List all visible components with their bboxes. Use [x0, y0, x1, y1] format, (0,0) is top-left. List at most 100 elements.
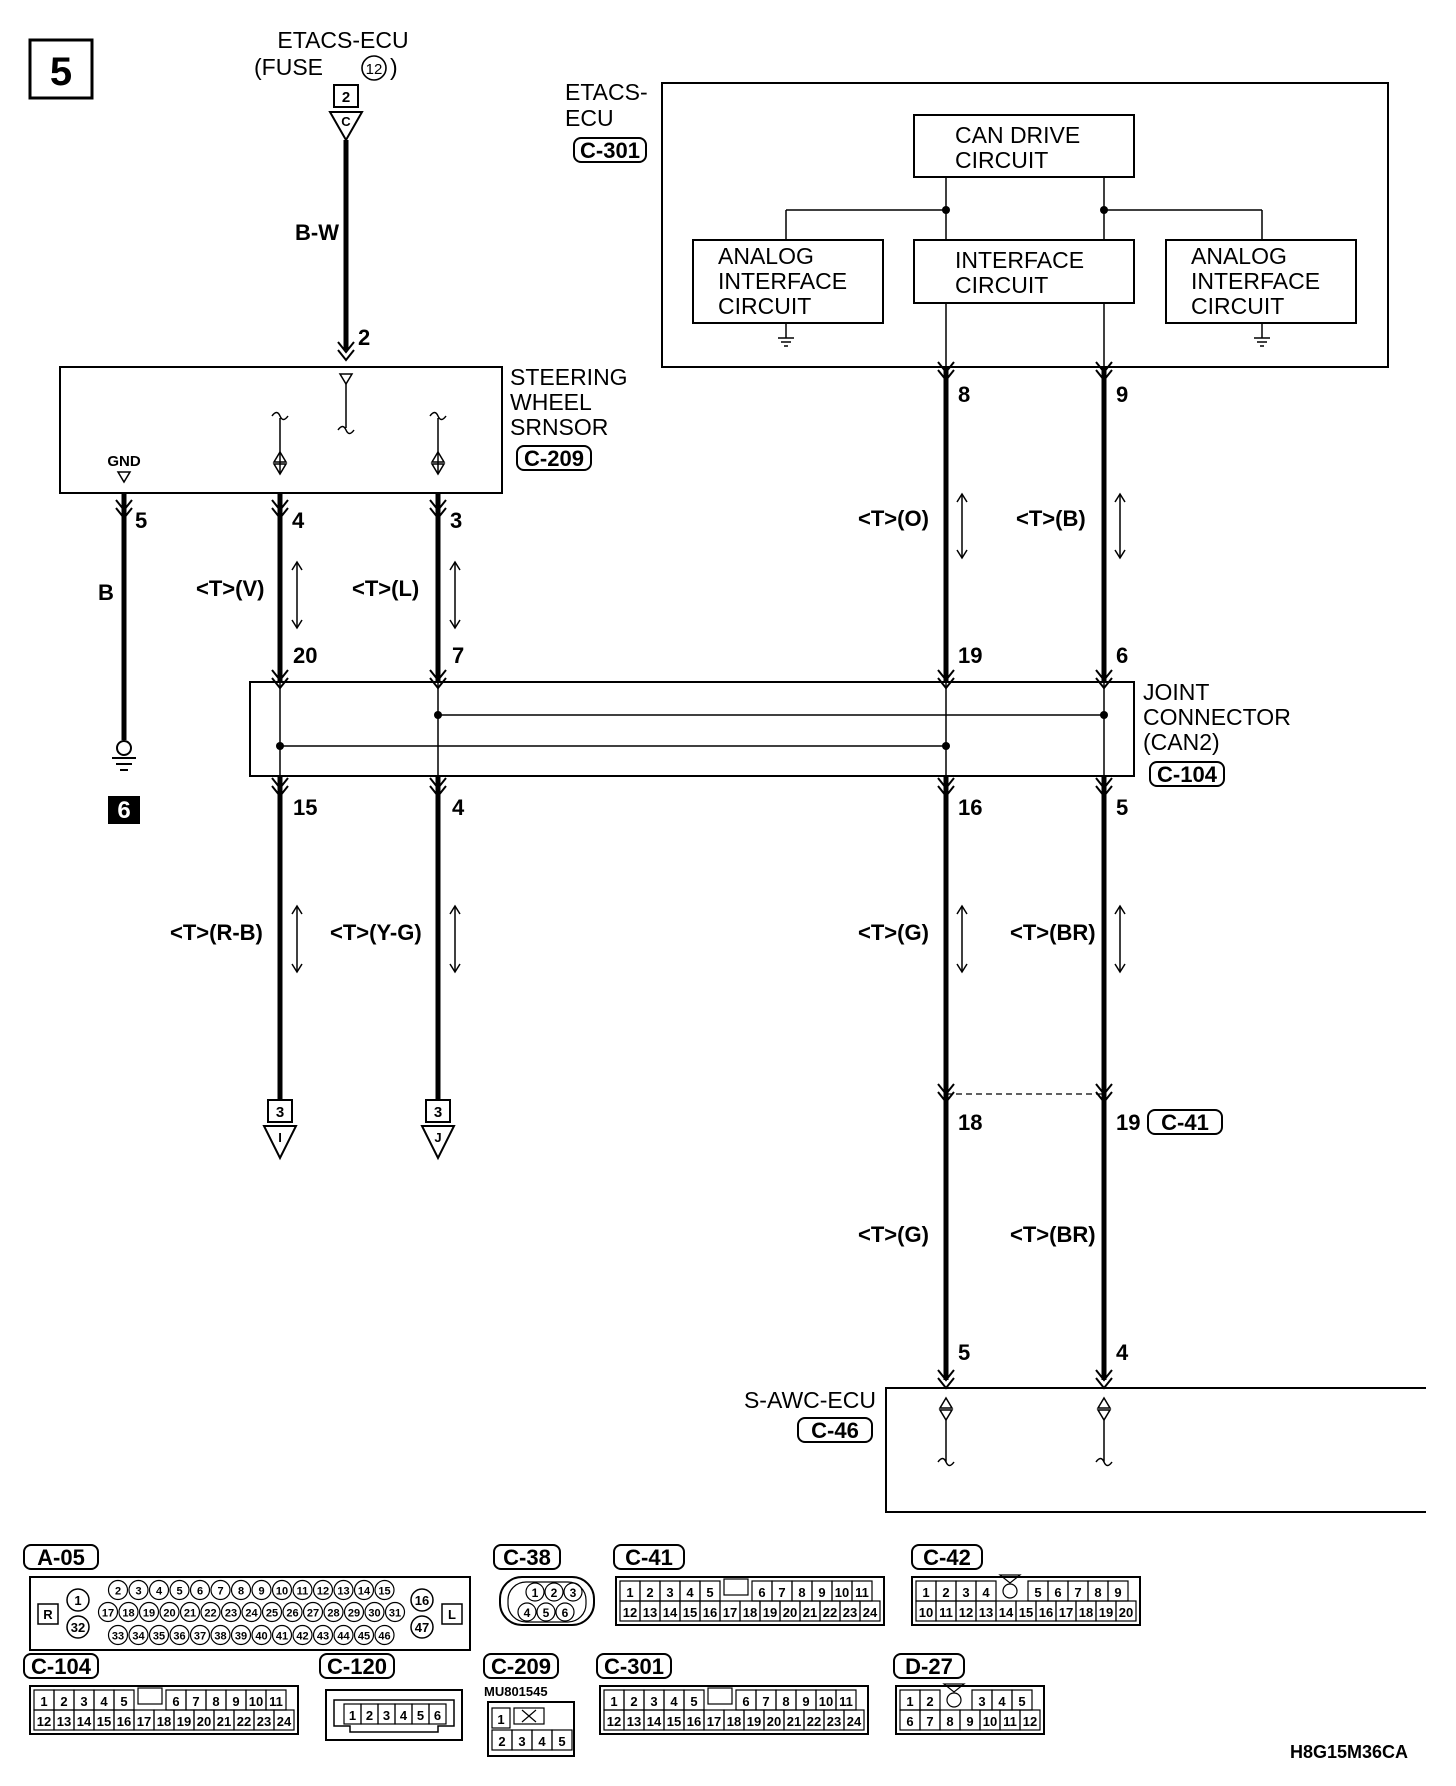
pin-number: 12 — [959, 1605, 973, 1620]
s-awc-ecu-box — [885, 1387, 1426, 1513]
pin-circle — [536, 1602, 556, 1622]
steering-wires: 5 4 3 B <T>(V) <T>(L) 6 — [98, 493, 462, 824]
interface-line2: CIRCUIT — [955, 272, 1048, 298]
pin-number: 16 — [1039, 1605, 1053, 1620]
fuse-ref-number: 2 — [342, 89, 350, 106]
pin-number: 1 — [40, 1694, 47, 1709]
pin-2-arrow — [337, 341, 355, 362]
pin-circle — [97, 1601, 119, 1623]
pin-number: 30 — [368, 1608, 380, 1620]
pin-circle — [364, 1601, 385, 1623]
pin-number: 11 — [1003, 1714, 1017, 1729]
junction-dot — [276, 742, 284, 750]
pin-number: 38 — [214, 1631, 226, 1643]
pin-arrow — [937, 361, 955, 382]
pin-number: 11 — [939, 1605, 953, 1620]
can-drive-circuit-box — [913, 114, 1135, 178]
wire-br-label: <T>(BR) — [1010, 920, 1096, 945]
pin-circle — [292, 1579, 313, 1601]
c120-label: C-120 — [327, 1654, 387, 1679]
connector-label-box — [493, 1544, 561, 1570]
c209-part-number: MU801545 — [484, 1684, 548, 1699]
pin-number: 14 — [999, 1605, 1014, 1620]
analog-interface-left-box — [692, 239, 884, 324]
a05-l-box — [441, 1603, 463, 1625]
steering-connector: C-209 — [524, 446, 584, 471]
pin-cell — [491, 1707, 511, 1729]
pin-number: 10 — [983, 1714, 997, 1729]
connector-label-box — [319, 1653, 395, 1679]
pin-number: 1 — [922, 1585, 929, 1600]
a05-r: R — [43, 1607, 53, 1622]
pin-circle — [312, 1624, 334, 1646]
pin-circle — [118, 1601, 139, 1623]
pin-circle — [107, 1624, 129, 1646]
pin-number: 22 — [237, 1714, 251, 1729]
pin-number: 12 — [607, 1714, 621, 1729]
joint-bottom-pin-16: 16 — [958, 795, 982, 820]
pin-number: 22 — [807, 1714, 821, 1729]
connector-label-box — [613, 1544, 685, 1570]
steering-name-3: SRNSOR — [510, 414, 608, 440]
pin-number: 1 — [626, 1585, 633, 1600]
pin-number: 12 — [317, 1586, 329, 1598]
analog-right-line3: CIRCUIT — [1191, 293, 1284, 319]
pin-number: 20 — [783, 1605, 797, 1620]
c38-inner — [507, 1581, 587, 1623]
inner-triangle-icon — [116, 471, 132, 484]
pin-cell — [835, 1689, 857, 1711]
steering-name-1: STEERING — [510, 364, 628, 390]
pin-number: 6 — [758, 1585, 765, 1600]
c209-view-label: C-209 — [491, 1654, 551, 1679]
pin-number: 11 — [855, 1585, 869, 1600]
joint-name-1: JOINT — [1143, 679, 1209, 705]
junction-dot — [434, 711, 442, 719]
c41-view-label: C-41 — [625, 1545, 673, 1570]
ref-box — [425, 1099, 451, 1123]
pin-number: 4 — [982, 1585, 990, 1600]
pin-number: 2 — [60, 1694, 67, 1709]
steering-pin-5: 5 — [135, 508, 147, 533]
joint-bottom-pin-5: 5 — [1116, 795, 1128, 820]
pin-number: 2 — [926, 1694, 933, 1709]
pin-number: 4 — [998, 1694, 1006, 1709]
pin-number: 19 — [1099, 1605, 1113, 1620]
c38-body — [499, 1576, 595, 1626]
pin-circle — [251, 1579, 272, 1601]
pin-number: 33 — [112, 1631, 124, 1643]
bidirectional-triangle-icon — [938, 1396, 954, 1422]
pin-number: 18 — [122, 1608, 134, 1620]
junction-dot — [942, 742, 950, 750]
signal-direction-icon — [1114, 492, 1126, 560]
pin-number: 2 — [551, 1586, 558, 1600]
steering-pin-4: 4 — [292, 508, 305, 533]
analog-left-line3: CIRCUIT — [718, 293, 811, 319]
key-slot — [707, 1687, 733, 1705]
can-drive-line2: CIRCUIT — [955, 147, 1048, 173]
pin-number: 20 — [767, 1714, 781, 1729]
connector-body — [615, 1576, 885, 1626]
etacs-ecu-connector-box — [573, 137, 647, 163]
pin-circle — [169, 1579, 190, 1601]
pin-cell — [113, 1689, 135, 1711]
pin-circle — [230, 1579, 252, 1601]
pin-circle — [189, 1624, 211, 1646]
pin-number: 46 — [378, 1631, 390, 1643]
fuse-source: ETACS-ECU (FUSE 12 ) 2 C — [254, 27, 409, 143]
pin-number: 40 — [255, 1631, 267, 1643]
pin-circle — [148, 1579, 170, 1601]
wire-o-label: <T>(O) — [858, 506, 929, 531]
steering-pin-3: 3 — [450, 508, 462, 533]
s-awc-pin-5: 5 — [958, 1340, 970, 1365]
pin-number: 6 — [742, 1694, 749, 1709]
pin-circle — [517, 1602, 537, 1622]
pin-number: 34 — [132, 1631, 145, 1643]
pin-number: 5 — [120, 1694, 127, 1709]
etacs-ecu-connector: C-301 — [580, 138, 640, 163]
a05-pin-circle — [410, 1615, 434, 1639]
ground-icon — [1254, 323, 1270, 347]
pin-circle — [210, 1579, 231, 1601]
c41-connector-box — [1147, 1109, 1223, 1135]
